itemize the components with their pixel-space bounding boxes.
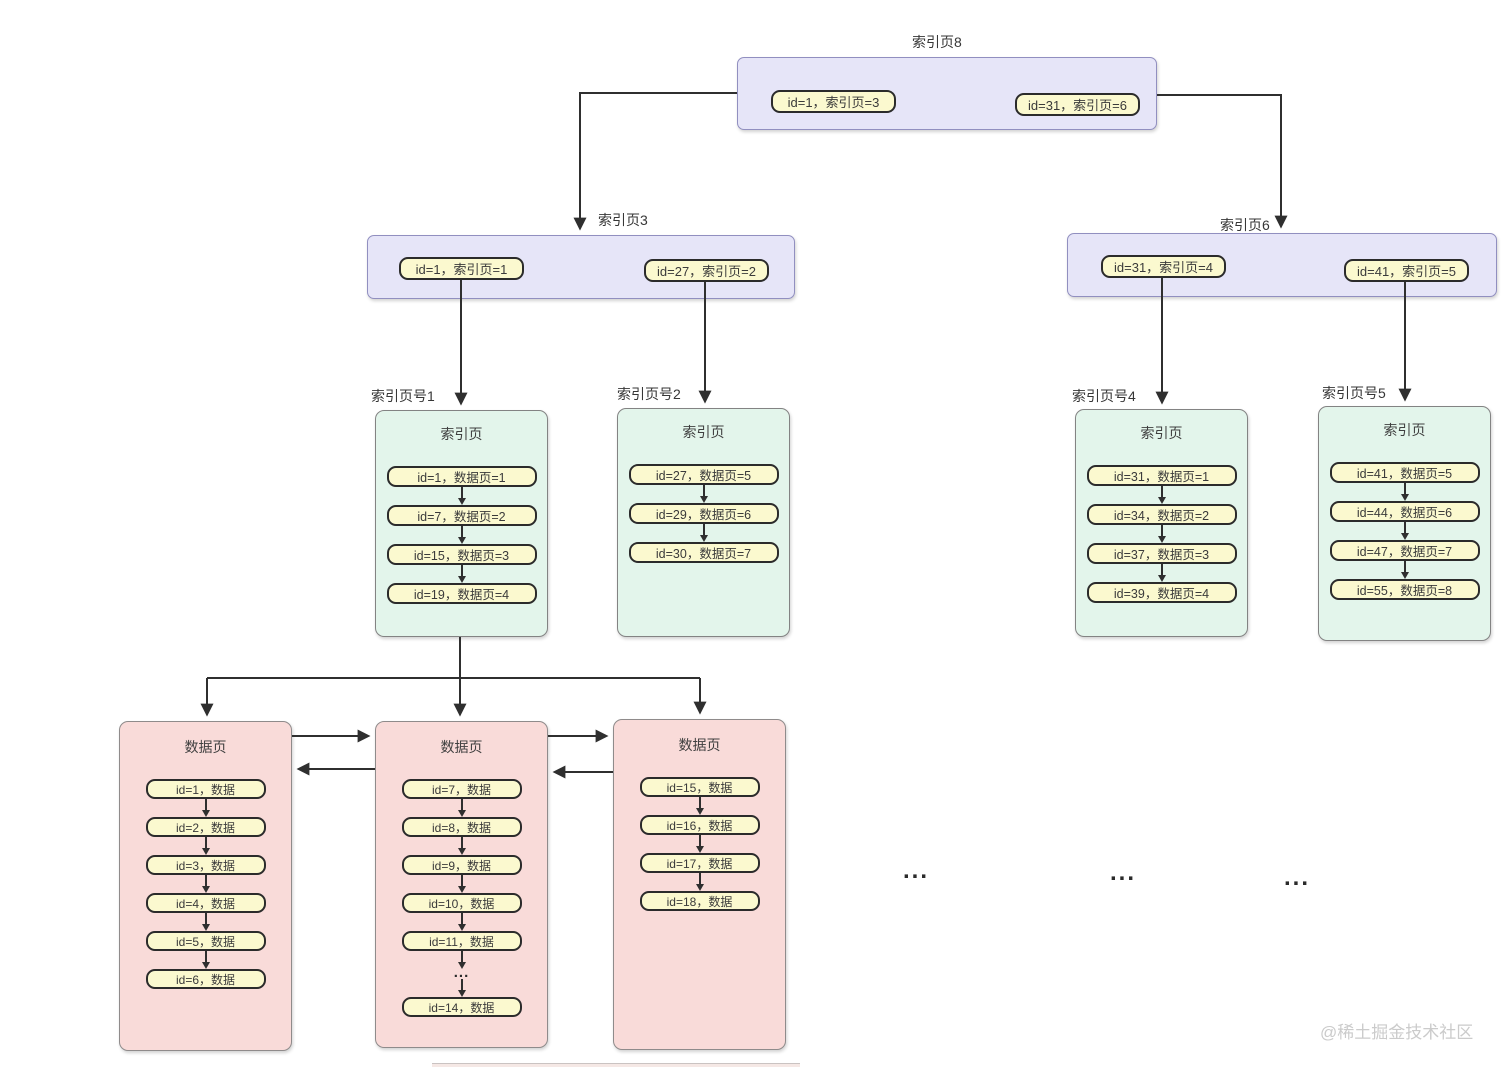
down-arrow-icon — [457, 913, 466, 931]
data-entry: id=2，数据 — [145, 817, 266, 837]
down-arrow-icon — [457, 837, 466, 855]
data-page-3-box: 数据页 id=15，数据 id=16，数据 id=17，数据 id=18，数据 — [613, 719, 786, 1050]
index-entry: id=55，数据页=8 — [1329, 579, 1480, 600]
index-entry: id=7，数据页=2 — [386, 505, 537, 526]
leaf-index-page-4-box: 索引页 id=31，数据页=1 id=34，数据页=2 id=37，数据页=3 … — [1075, 409, 1248, 637]
down-arrow-icon — [1157, 564, 1166, 582]
watermark: @稀土掘金技术社区 — [1320, 1023, 1474, 1042]
data-entry: id=10，数据 — [401, 893, 522, 913]
data-entry: id=7，数据 — [401, 779, 522, 799]
index-entry: id=30，数据页=7 — [628, 542, 779, 563]
data-entry: id=6，数据 — [145, 969, 266, 989]
box-title: 数据页 — [678, 737, 721, 753]
down-arrow-icon — [1157, 525, 1166, 543]
data-page-2-box: 数据页 id=7，数据 id=8，数据 id=9，数据 id=10，数据 id=… — [375, 721, 548, 1048]
down-arrow-icon — [457, 799, 466, 817]
ellipsis-more-rows: ... — [453, 964, 470, 981]
down-arrow-icon — [457, 487, 466, 505]
index-entry: id=44，数据页=6 — [1329, 501, 1480, 522]
box-title: 索引页 — [1140, 425, 1183, 441]
index-entry: id=41，数据页=5 — [1329, 462, 1480, 483]
root-index-page-label: 索引页8 — [912, 34, 962, 50]
index-entry: id=1，数据页=1 — [386, 466, 537, 487]
down-arrow-icon — [457, 565, 466, 583]
data-page-1-box: 数据页 id=1，数据 id=2，数据 id=3，数据 id=4，数据 id=5… — [119, 721, 292, 1051]
down-arrow-icon — [457, 526, 466, 544]
root-index-page-box: id=1，索引页=3 id=31，索引页=6 — [737, 57, 1157, 130]
index-page-4-label: 索引页号4 — [1072, 388, 1136, 404]
data-entry: id=4，数据 — [145, 893, 266, 913]
down-arrow-icon — [201, 799, 210, 817]
index-entry: id=37，数据页=3 — [1086, 543, 1237, 564]
index-page-2-label: 索引页号2 — [617, 386, 681, 402]
index-entry: id=15，数据页=3 — [386, 544, 537, 565]
down-arrow-icon — [457, 875, 466, 893]
index-entry: id=27，数据页=5 — [628, 464, 779, 485]
data-entry: id=8，数据 — [401, 817, 522, 837]
branch-index-page-right-box: id=31，索引页=4 id=41，索引页=5 — [1067, 233, 1497, 297]
index-entry: id=1，索引页=1 — [399, 257, 524, 280]
down-arrow-icon — [699, 524, 708, 542]
index-entry: id=41，索引页=5 — [1344, 259, 1469, 282]
down-arrow-icon — [695, 835, 704, 853]
ellipsis-more-pages: ... — [903, 857, 930, 884]
index-entry: id=1，索引页=3 — [771, 90, 896, 113]
down-arrow-icon — [201, 951, 210, 969]
down-arrow-icon — [1400, 561, 1409, 579]
down-arrow-icon — [695, 873, 704, 891]
branch-index-page-left-box: id=1，索引页=1 id=27，索引页=2 — [367, 235, 795, 299]
data-entry: id=16，数据 — [639, 815, 760, 835]
box-title: 索引页 — [682, 424, 725, 440]
box-title: 索引页 — [440, 426, 483, 442]
data-entry: id=18，数据 — [639, 891, 760, 911]
leaf-index-page-1-box: 索引页 id=1，数据页=1 id=7，数据页=2 id=15，数据页=3 id… — [375, 410, 548, 637]
down-arrow-icon — [695, 797, 704, 815]
leaf-index-page-5-box: 索引页 id=41，数据页=5 id=44，数据页=6 id=47，数据页=7 … — [1318, 406, 1491, 641]
index-page-5-label: 索引页号5 — [1322, 385, 1386, 401]
data-entry: id=5，数据 — [145, 931, 266, 951]
leaf-index-page-2-box: 索引页 id=27，数据页=5 id=29，数据页=6 id=30，数据页=7 — [617, 408, 790, 637]
down-arrow-icon — [201, 875, 210, 893]
ellipsis-more-pages: ... — [1110, 859, 1137, 886]
index-entry: id=31，索引页=6 — [1015, 93, 1140, 116]
index-entry: id=39，数据页=4 — [1086, 582, 1237, 603]
branch-left-label: 索引页3 — [598, 212, 648, 228]
index-entry: id=19，数据页=4 — [386, 583, 537, 604]
index-entry: id=31，索引页=4 — [1101, 255, 1226, 278]
box-title: 索引页 — [1383, 422, 1426, 438]
down-arrow-icon — [1400, 522, 1409, 540]
index-entry: id=31，数据页=1 — [1086, 465, 1237, 486]
index-entry: id=27，索引页=2 — [644, 259, 769, 282]
down-arrow-icon — [1157, 486, 1166, 504]
down-arrow-icon — [699, 485, 708, 503]
ellipsis-more-pages: ... — [1284, 864, 1311, 891]
data-entry: id=15，数据 — [639, 777, 760, 797]
data-entry: id=17，数据 — [639, 853, 760, 873]
index-entry: id=34，数据页=2 — [1086, 504, 1237, 525]
index-entry: id=29，数据页=6 — [628, 503, 779, 524]
down-arrow-icon — [457, 951, 466, 969]
data-entry: id=3，数据 — [145, 855, 266, 875]
cutoff-fragment — [432, 1063, 800, 1067]
index-page-1-label: 索引页号1 — [371, 388, 435, 404]
down-arrow-icon — [201, 913, 210, 931]
data-entry: id=9，数据 — [401, 855, 522, 875]
down-arrow-icon — [201, 837, 210, 855]
data-entry: id=11，数据 — [401, 931, 522, 951]
box-title: 数据页 — [184, 739, 227, 755]
data-entry: id=1，数据 — [145, 779, 266, 799]
down-arrow-icon — [1400, 483, 1409, 501]
down-arrow-icon — [457, 979, 466, 997]
data-entry: id=14，数据 — [401, 997, 522, 1017]
index-entry: id=47，数据页=7 — [1329, 540, 1480, 561]
box-title: 数据页 — [440, 739, 483, 755]
branch-right-label: 索引页6 — [1220, 217, 1270, 233]
